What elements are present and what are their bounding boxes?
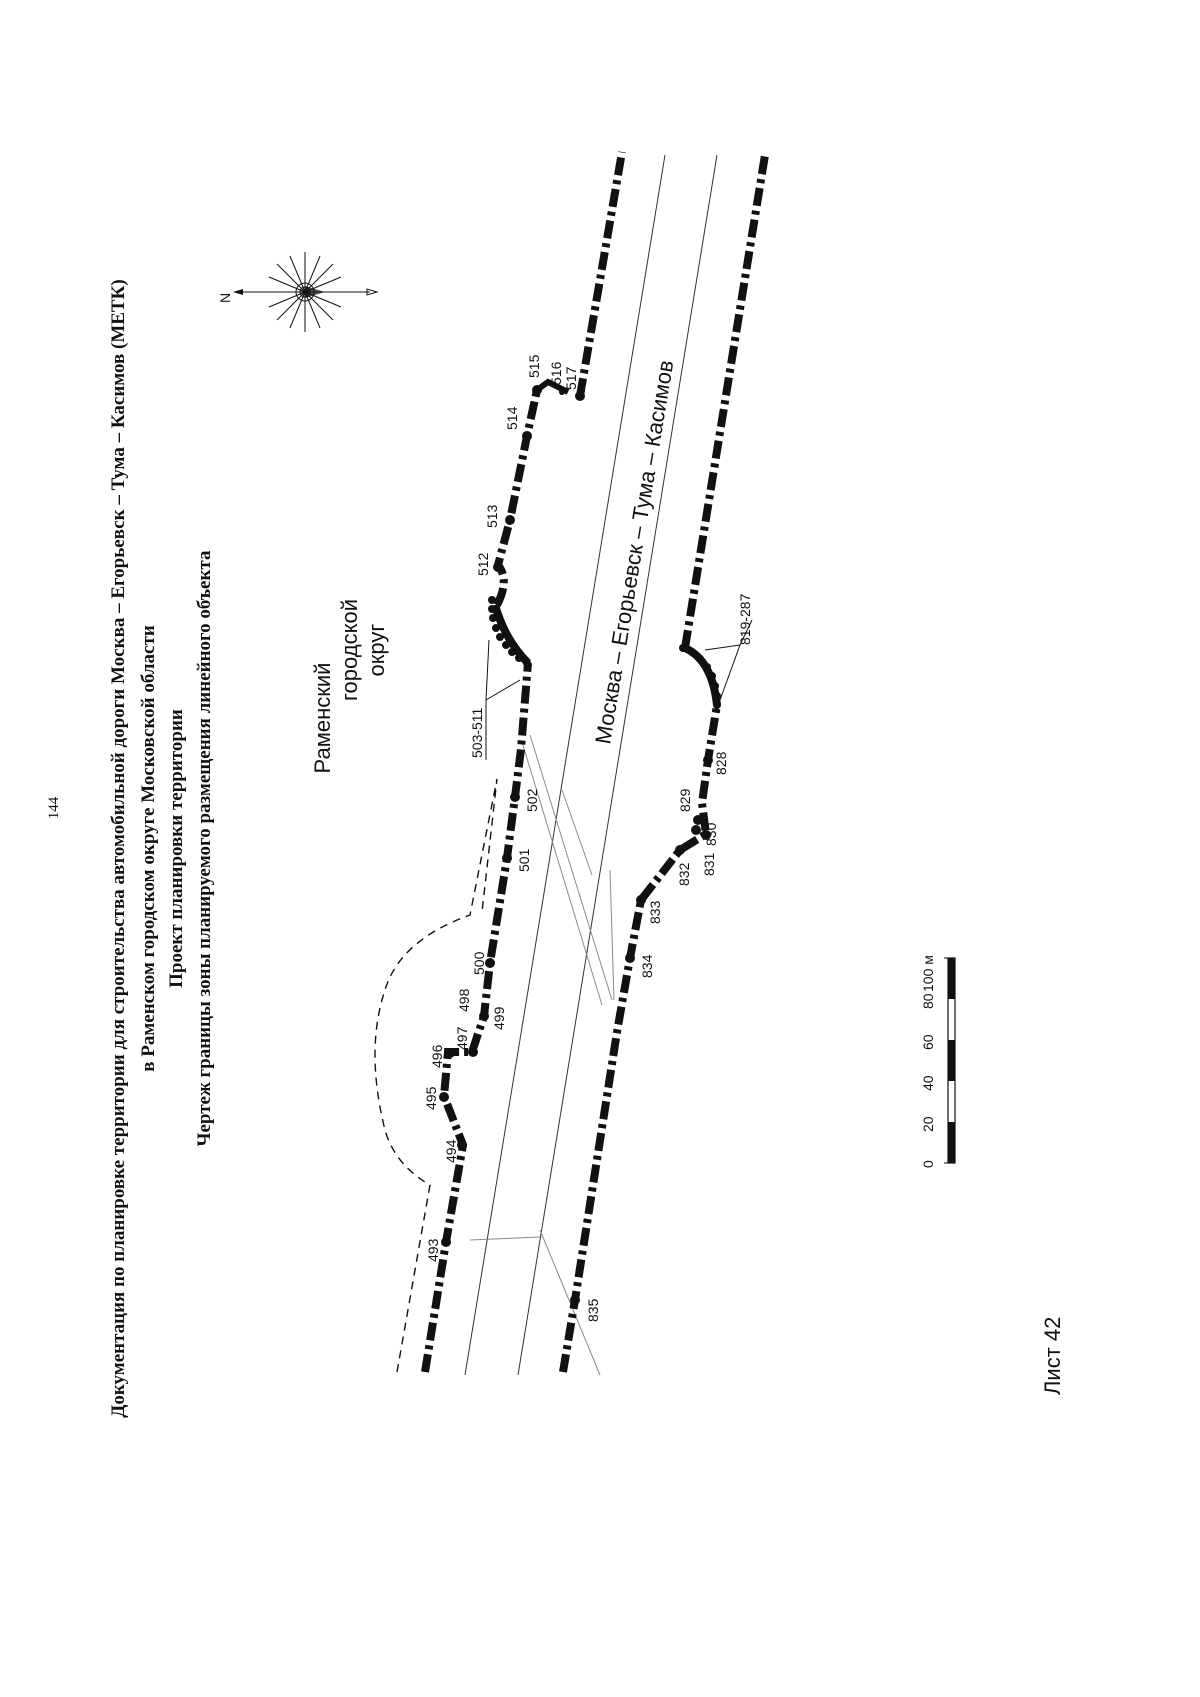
road-centerlines	[464, 154, 718, 1376]
scale-tick-20: 20	[920, 1116, 936, 1132]
label-493: 493	[425, 1238, 441, 1262]
dashed-boundary	[374, 778, 498, 1373]
label-831: 831	[701, 852, 717, 876]
point-500	[485, 958, 495, 968]
point-824	[711, 682, 719, 690]
district-label: Раменский городской округ	[310, 599, 389, 773]
label-829: 829	[677, 788, 693, 812]
point-506	[502, 641, 510, 649]
point-835	[570, 1295, 580, 1305]
scale-tick-0: 0	[920, 1160, 936, 1168]
svg-text:Раменский: Раменский	[310, 663, 335, 774]
label-834: 834	[639, 954, 655, 978]
point-831	[701, 830, 711, 840]
point-505	[508, 648, 516, 656]
scale-tick-40: 40	[920, 1075, 936, 1091]
label-501: 501	[516, 848, 532, 872]
point-514	[522, 431, 532, 441]
point-834	[625, 953, 635, 963]
svg-text:городской: городской	[337, 599, 362, 701]
point-832	[675, 845, 685, 855]
point-829	[693, 815, 703, 825]
point-508	[492, 624, 500, 632]
south-boundary	[559, 154, 769, 1373]
point-820	[688, 648, 696, 656]
label-833: 833	[647, 900, 663, 924]
label-819-287: 819-287	[737, 593, 753, 645]
point-497	[468, 1047, 478, 1057]
point-labels: 493 494 495 496 497 498 499 500 501 502 …	[423, 354, 753, 1322]
point-821	[696, 655, 704, 663]
label-514: 514	[504, 406, 520, 430]
label-830: 830	[703, 822, 719, 846]
label-503-511: 503-511	[469, 707, 485, 758]
scale-bar-ticks: 0 20 40 60 80 100 м	[920, 955, 936, 1168]
svg-text:округ: округ	[364, 624, 389, 677]
point-822	[703, 663, 711, 671]
point-828	[703, 755, 713, 765]
point-509	[489, 614, 497, 622]
label-499: 499	[491, 1006, 507, 1030]
label-828: 828	[713, 751, 729, 775]
label-502: 502	[524, 788, 540, 812]
label-494: 494	[443, 1139, 459, 1163]
label-515: 515	[526, 354, 542, 378]
point-823	[708, 672, 716, 680]
scale-bar	[944, 957, 956, 1164]
point-516	[559, 389, 565, 395]
label-512: 512	[475, 552, 491, 576]
scale-tick-100: 100 м	[920, 955, 936, 992]
label-513: 513	[484, 504, 500, 528]
point-517	[575, 391, 585, 401]
sheet-label: Лист 42	[1040, 1316, 1065, 1395]
point-493	[441, 1237, 451, 1247]
label-498: 498	[456, 988, 472, 1012]
point-504	[515, 654, 523, 662]
point-510	[488, 605, 496, 613]
road-name-label: Москва – Егорьевск – Тума – Касимов	[590, 358, 678, 746]
scale-tick-80: 80	[920, 993, 936, 1009]
label-517: 517	[563, 366, 579, 390]
point-511	[488, 596, 496, 604]
label-496: 496	[429, 1044, 445, 1068]
compass-rose-icon	[233, 252, 379, 332]
label-500: 500	[471, 951, 487, 975]
point-826	[713, 701, 721, 709]
point-503	[523, 659, 531, 667]
point-512	[493, 562, 503, 572]
label-497: 497	[454, 1026, 470, 1050]
leader-lines	[485, 619, 753, 760]
point-501	[502, 853, 512, 863]
point-495	[439, 1092, 449, 1102]
label-495: 495	[423, 1086, 439, 1110]
compass-north-label: N	[217, 293, 233, 303]
point-498	[479, 1011, 489, 1021]
label-832: 832	[676, 862, 692, 886]
north-boundary	[421, 151, 626, 1373]
point-496	[445, 1048, 455, 1058]
point-819	[679, 644, 687, 652]
label-516: 516	[548, 361, 564, 385]
point-494	[457, 1140, 467, 1150]
label-835: 835	[585, 1298, 601, 1322]
point-502	[510, 792, 520, 802]
scale-tick-60: 60	[920, 1034, 936, 1050]
point-513	[505, 515, 515, 525]
point-830	[691, 825, 701, 835]
point-507	[496, 633, 504, 641]
point-825	[713, 692, 721, 700]
crossing-lines	[469, 734, 615, 1376]
boundary-points	[439, 385, 721, 1305]
point-833	[636, 895, 646, 905]
point-515	[532, 385, 542, 395]
